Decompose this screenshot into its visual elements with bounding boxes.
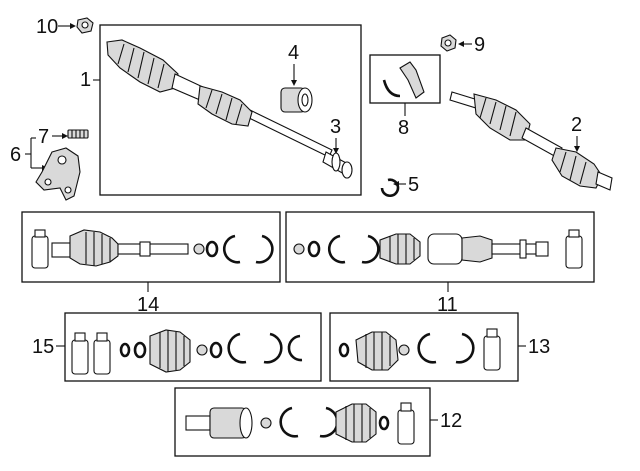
support-bracket-icon bbox=[35, 147, 81, 201]
callout-14: 14 bbox=[137, 282, 159, 316]
callout-2-label: 2 bbox=[571, 114, 582, 136]
boot-clamp-icon bbox=[196, 341, 223, 359]
callout-14-label: 14 bbox=[137, 294, 159, 316]
callout-7-label: 7 bbox=[38, 126, 49, 148]
callout-11-label: 11 bbox=[437, 294, 458, 316]
cv-boot-icon bbox=[379, 233, 421, 265]
kit-box-13 bbox=[329, 312, 519, 382]
boot-clamp-icon bbox=[382, 61, 425, 99]
callout-10: 10 bbox=[36, 16, 76, 38]
grease-tube-icon bbox=[397, 402, 415, 445]
cv-axle-icon bbox=[427, 233, 549, 265]
axle-nut-icon bbox=[76, 17, 94, 34]
callout-15-label: 15 bbox=[32, 336, 54, 358]
bearing-icon bbox=[280, 87, 313, 113]
callout-4: 4 bbox=[288, 42, 299, 86]
axle-box-1 bbox=[99, 24, 362, 196]
grease-tube-icon bbox=[93, 332, 111, 375]
callout-7: 7 bbox=[38, 126, 68, 148]
callout-4-label: 4 bbox=[288, 42, 299, 64]
callout-8-label: 8 bbox=[398, 117, 409, 139]
callout-9-label: 9 bbox=[474, 34, 485, 56]
kit-box-15 bbox=[64, 312, 322, 382]
boot-clamp-icon bbox=[378, 415, 390, 431]
callout-11: 11 bbox=[437, 282, 458, 316]
grease-tube-icon bbox=[31, 229, 49, 269]
callout-5: 5 bbox=[393, 174, 419, 196]
cv-axle-icon bbox=[51, 229, 189, 267]
callout-13-label: 13 bbox=[528, 336, 550, 358]
callout-1: 1 bbox=[80, 69, 100, 91]
callout-3: 3 bbox=[330, 116, 341, 154]
kit-box-14 bbox=[21, 211, 281, 283]
cv-axle-icon bbox=[106, 39, 353, 179]
snap-ring-icon bbox=[222, 234, 274, 264]
callout-3-label: 3 bbox=[330, 116, 341, 138]
callout-12: 12 bbox=[430, 410, 462, 432]
callout-5-label: 5 bbox=[408, 174, 419, 196]
cv-boot-icon bbox=[149, 329, 191, 373]
snap-ring-icon bbox=[227, 332, 303, 364]
callout-6-label: 6 bbox=[10, 144, 21, 166]
boot-clamp-icon bbox=[293, 240, 321, 258]
cv-boot-icon bbox=[335, 403, 377, 443]
cv-boot-icon bbox=[355, 331, 399, 371]
cv-axle-icon bbox=[185, 407, 253, 439]
clamp-box-8 bbox=[369, 54, 441, 104]
callout-15: 15 bbox=[32, 336, 65, 358]
bolt-icon bbox=[67, 129, 89, 139]
grease-tube-icon bbox=[483, 328, 501, 371]
axle-nut-icon bbox=[440, 34, 457, 52]
callout-1-label: 1 bbox=[80, 69, 91, 91]
kit-box-12 bbox=[174, 387, 431, 457]
kit-box-11 bbox=[285, 211, 595, 283]
callout-2: 2 bbox=[571, 114, 582, 152]
snap-ring-icon bbox=[279, 406, 339, 438]
grease-tube-icon bbox=[71, 332, 89, 375]
boot-clamp-icon bbox=[193, 240, 219, 258]
callout-12-label: 12 bbox=[440, 410, 462, 432]
cv-axle-icon bbox=[449, 91, 613, 191]
snap-ring-icon bbox=[417, 332, 475, 364]
boot-clamp-icon bbox=[119, 341, 147, 359]
callout-9: 9 bbox=[458, 34, 485, 56]
boot-clamp-icon bbox=[260, 417, 272, 429]
grease-tube-icon bbox=[565, 229, 583, 269]
callout-13: 13 bbox=[518, 336, 550, 358]
boot-clamp-icon bbox=[398, 344, 410, 356]
callout-10-label: 10 bbox=[36, 16, 58, 38]
snap-ring-icon bbox=[327, 234, 380, 264]
callout-8: 8 bbox=[398, 103, 409, 139]
snap-ring-icon bbox=[380, 178, 400, 198]
boot-clamp-icon bbox=[338, 342, 350, 358]
